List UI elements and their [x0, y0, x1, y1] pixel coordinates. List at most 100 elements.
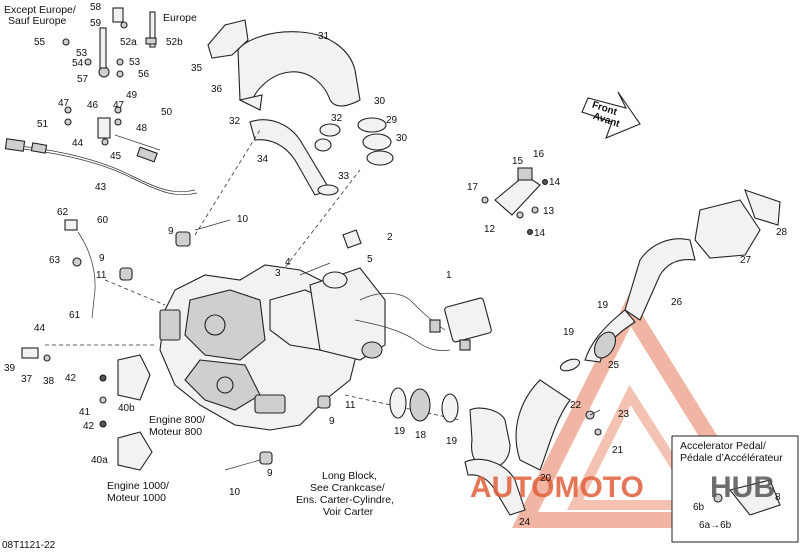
callout-38: 38 — [43, 376, 55, 387]
engine1000-label-1: Engine 1000/ — [107, 480, 169, 492]
watermark-part2: HUB — [710, 471, 775, 504]
callout-10a: 10 — [237, 214, 249, 225]
callout-1: 1 — [446, 270, 452, 281]
throttle-gaskets — [389, 387, 459, 423]
callout-61: 61 — [69, 310, 81, 321]
callout-22: 22 — [570, 400, 582, 411]
callout-42a: 42 — [65, 373, 77, 384]
throttle-cable-group — [4, 7, 198, 196]
callout-37: 37 — [21, 374, 33, 385]
watermark-triangle — [512, 293, 775, 528]
callout-13: 13 — [543, 206, 555, 217]
callout-10b: 10 — [229, 487, 241, 498]
region-labels: Except Europe/ Sauf Europe Europe Engine… — [2, 4, 783, 551]
callout-5: 5 — [367, 254, 373, 265]
watermark-part1: AUTOMOTO — [470, 471, 644, 504]
callout-11b: 11 — [345, 400, 356, 411]
callout-35: 35 — [191, 63, 203, 74]
callout-51: 51 — [37, 119, 49, 130]
longblock-label-2: See Crankcase/ — [310, 482, 385, 494]
callout-62: 62 — [57, 207, 69, 218]
callout-47b: 47 — [113, 100, 125, 111]
callout-18: 18 — [415, 430, 427, 441]
callout-28: 28 — [776, 227, 788, 238]
callout-50: 50 — [161, 107, 173, 118]
callout-15: 15 — [512, 156, 524, 167]
engine-mount-bracket-group — [481, 167, 548, 235]
callout-36: 36 — [211, 84, 223, 95]
callout-11a: 11 — [96, 270, 107, 281]
callout-40a: 40a — [91, 455, 108, 466]
engine-mount-supports — [21, 219, 461, 471]
callout-21: 21 — [612, 445, 624, 456]
callout-19a: 19 — [394, 426, 406, 437]
callout-17: 17 — [467, 182, 479, 193]
longblock-label-1: Long Block, — [322, 470, 377, 482]
europe-label: Europe — [163, 12, 197, 24]
except-europe-label-1: Except Europe/ — [4, 4, 76, 16]
callout-3: 3 — [275, 268, 281, 279]
air-intake-group — [194, 19, 394, 301]
callout-44a: 44 — [72, 138, 84, 149]
callout-9c: 9 — [329, 416, 335, 427]
callout-39: 39 — [4, 363, 16, 374]
callout-20: 20 — [540, 473, 552, 484]
callout-30a: 30 — [374, 96, 386, 107]
callout-27: 27 — [740, 255, 752, 266]
accelerator-pedal-box — [671, 435, 799, 543]
front-arrow — [581, 91, 641, 139]
callout-4: 4 — [285, 257, 291, 268]
callout-41: 41 — [79, 407, 91, 418]
callout-53b: 53 — [129, 57, 141, 68]
callout-6a6b: 6a→6b — [699, 520, 732, 531]
callout-49: 49 — [126, 90, 138, 101]
callout-26: 26 — [671, 297, 683, 308]
callout-16: 16 — [533, 149, 545, 160]
engine800-label-1: Engine 800/ — [149, 414, 205, 426]
callout-52b: 52b — [166, 37, 183, 48]
callout-40b: 40b — [118, 403, 135, 414]
callout-8: 8 — [775, 492, 781, 503]
callout-56: 56 — [138, 69, 150, 80]
exhaust-system-group — [464, 189, 781, 516]
callout-25: 25 — [608, 360, 620, 371]
longblock-label-3: Ens. Carter-Cylindre, — [296, 494, 394, 506]
diagram-code: 08T1121-22 — [2, 540, 56, 551]
callout-32b: 32 — [331, 113, 343, 124]
callout-30b: 30 — [396, 133, 408, 144]
callout-24: 24 — [519, 517, 531, 528]
callout-55: 55 — [34, 37, 46, 48]
callout-14a: 14 — [549, 177, 561, 188]
callout-9b: 9 — [99, 253, 105, 264]
callout-19b: 19 — [446, 436, 458, 447]
accel-label-1: Accelerator Pedal/ — [680, 440, 766, 452]
callout-57: 57 — [77, 74, 89, 85]
callout-45: 45 — [110, 151, 122, 162]
callout-43: 43 — [95, 182, 107, 193]
callout-53a: 53 — [76, 48, 88, 59]
callout-31: 31 — [318, 31, 330, 42]
callout-9a: 9 — [168, 226, 174, 237]
callout-48: 48 — [136, 123, 148, 134]
callout-2: 2 — [387, 232, 393, 243]
callout-63: 63 — [49, 255, 61, 266]
callout-44b: 44 — [34, 323, 46, 334]
accel-label-2: Pédale d’Accélérateur — [680, 452, 783, 464]
callout-59: 59 — [90, 18, 102, 29]
callout-33: 33 — [338, 171, 350, 182]
callout-58: 58 — [90, 2, 102, 13]
except-europe-label-2: Sauf Europe — [8, 15, 67, 27]
callout-19c: 19 — [563, 327, 575, 338]
callout-42b: 42 — [83, 421, 95, 432]
callout-14b: 14 — [534, 228, 546, 239]
callout-32a: 32 — [229, 116, 241, 127]
callout-60: 60 — [97, 215, 109, 226]
callout-47a: 47 — [58, 98, 70, 109]
callout-34: 34 — [257, 154, 269, 165]
engine-block — [159, 262, 492, 431]
callout-54: 54 — [72, 58, 84, 69]
longblock-label-4: Voir Carter — [323, 506, 374, 518]
callout-29: 29 — [386, 115, 398, 126]
callout-52a: 52a — [120, 37, 137, 48]
